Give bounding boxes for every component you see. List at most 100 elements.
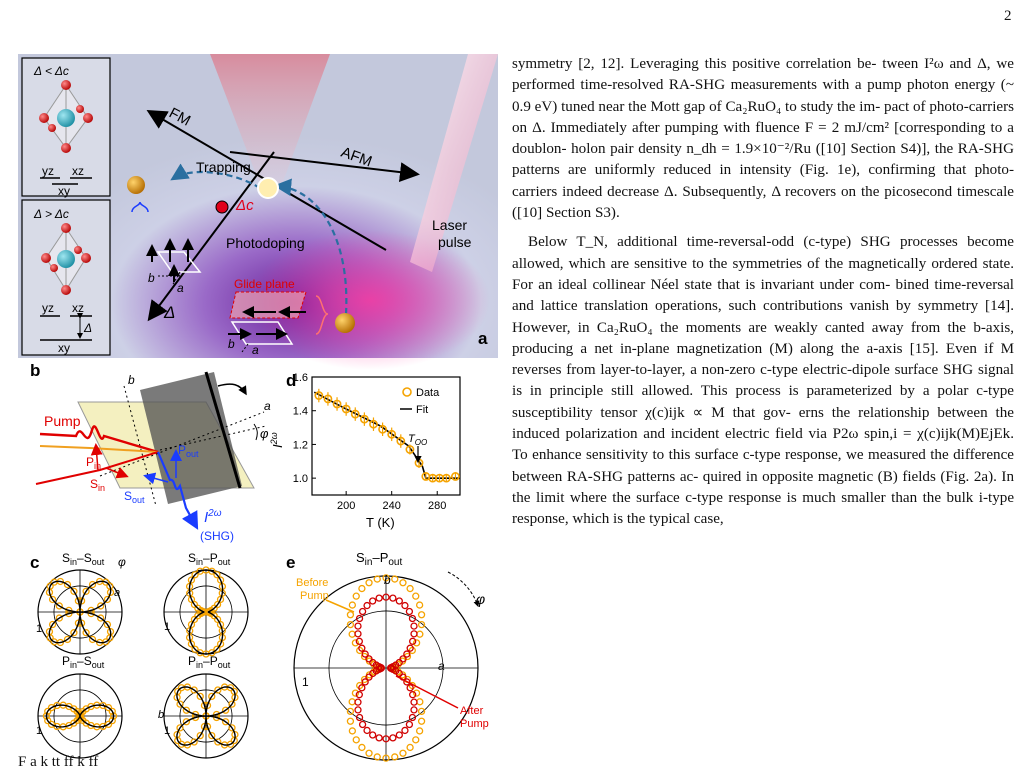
- critical-point-marker: [215, 200, 229, 214]
- before-pump-data-point: [351, 639, 360, 647]
- polar-data-point: [196, 731, 204, 740]
- after-pump-data-point: [365, 655, 373, 663]
- after-pump-data-point: [361, 678, 369, 686]
- probe-cone: [210, 54, 330, 190]
- after-pump-data-point: [355, 691, 363, 699]
- shg-note-label: (SHG): [200, 529, 234, 543]
- photo-carrier-icon: [335, 313, 355, 333]
- orbital-xz-label-top: xz: [72, 164, 84, 178]
- polar-data-point: [230, 687, 238, 696]
- polar-data-point: [208, 692, 216, 701]
- rotation-arrow: [217, 383, 247, 396]
- lattice-sketch-top: [131, 201, 202, 287]
- before-pump-data-point: [358, 584, 366, 593]
- polar-data-point: [214, 738, 222, 746]
- polar-data-point: [50, 578, 58, 586]
- before-pump-data-point: [416, 630, 424, 638]
- before-pump-data-point: [365, 749, 373, 757]
- after-pump-data-point: [410, 622, 418, 630]
- before-pump-data-point: [365, 579, 373, 587]
- data-point: [451, 472, 460, 481]
- polar-data-point: [97, 614, 105, 622]
- after-pump-data-point: [409, 691, 417, 699]
- before-pump-data-point: [346, 717, 355, 725]
- before-pump-data-point: [352, 592, 360, 600]
- text-line: than the bulk i-type response, which is …: [512, 489, 1015, 528]
- panel-e-title: Sin–Pout: [356, 550, 402, 568]
- before-pump-data-point: [412, 689, 421, 697]
- figure-caption-fragment: F a k tt ff k ff: [18, 754, 99, 770]
- page-number: 2: [1004, 8, 1012, 24]
- data-point: [387, 429, 397, 439]
- after-pump-data-point: [395, 597, 403, 605]
- data-point: [314, 391, 324, 400]
- after-pump-data-point: [355, 614, 364, 623]
- after-pump-data-point: [358, 607, 367, 616]
- after-pump-data-point: [369, 669, 377, 678]
- paragraph-1: symmetry [2, 12]. Leveraging this positi…: [512, 54, 1014, 224]
- before-pump-data-point: [412, 639, 421, 647]
- polar-data-point: [208, 649, 216, 657]
- orbital-xz-label-bottom: xz: [72, 301, 84, 315]
- text-line: measurements with a pump photon energy (…: [512, 77, 1014, 115]
- polar-data-point: [70, 629, 78, 637]
- polar-data-point: [48, 620, 57, 629]
- before-pump-data-point: [348, 698, 356, 706]
- before-pump-label-2: Pump: [300, 590, 329, 602]
- panel-d-label: d: [286, 371, 296, 390]
- after-pump-data-point: [403, 678, 411, 686]
- before-pump-data-point: [417, 707, 426, 716]
- polar-fit-curve: [48, 580, 112, 644]
- pump-beam: [39, 425, 159, 454]
- before-pump-data-point: [399, 749, 407, 757]
- polar-title-sin-sout: Sin–Sout: [62, 551, 105, 567]
- inset-top-title: Δ < Δc: [33, 64, 69, 78]
- polar-data-point: [216, 576, 225, 584]
- after-pump-data-point: [408, 614, 417, 623]
- data-point: [378, 424, 387, 434]
- lattice-b-label-glide: b: [228, 337, 235, 351]
- chart-x-axis-label: T (K): [366, 515, 395, 530]
- sin-arrow: [105, 467, 129, 479]
- after-pump-data-point: [361, 650, 369, 658]
- polar-data-point: [48, 595, 57, 604]
- before-pump-data-point: [391, 575, 399, 583]
- polar-data-point: [102, 638, 110, 646]
- polar-data-point: [187, 576, 196, 584]
- polar-data-point: [205, 608, 213, 617]
- before-pump-data-point: [352, 736, 360, 744]
- text-line: ([10] Section S3).: [512, 205, 620, 222]
- polar-data-point: [176, 724, 184, 732]
- laser-label-line2: pulse: [438, 234, 472, 250]
- legend-data-label: Data: [416, 387, 440, 399]
- before-pump-data-point: [373, 575, 381, 583]
- text-line: holon pair density n_dh = 1.9×10⁻²/Ru ([…: [571, 141, 931, 158]
- before-pump-data-point: [358, 743, 366, 752]
- text-line: Δ. Subsequently, Δ recovers on the picos…: [664, 183, 1014, 200]
- before-pump-data-point: [348, 630, 356, 638]
- text-line: the a-axis [15]. Even if M reverses from…: [512, 340, 1014, 379]
- polar-fit-curve: [188, 569, 224, 655]
- after-pump-data-point: [355, 713, 364, 722]
- trapping-label: Trapping: [196, 159, 251, 175]
- panel-b-axis-b-label: b: [128, 373, 135, 387]
- polar-data-point: [55, 602, 63, 610]
- text-line: a polar c-type susceptibility tensor χ(c…: [512, 383, 1014, 421]
- before-pump-data-point: [412, 592, 420, 600]
- before-pump-data-point: [406, 584, 414, 593]
- b-axis-line: [123, 385, 157, 507]
- text-line: measured the difference between RA-SHG p…: [512, 447, 1014, 485]
- inset-bottom-title: Δ > Δc: [33, 207, 69, 221]
- after-pump-data-point: [363, 726, 371, 735]
- before-pump-data-point: [356, 681, 364, 690]
- text-line: limit where the surface c-type response …: [535, 489, 886, 506]
- after-pump-data-point: [395, 731, 403, 739]
- photodoping-path-arrow: [273, 178, 348, 315]
- y-tick-label: 1.6: [293, 372, 308, 384]
- panel-b-axis-a-label: a: [264, 399, 271, 413]
- polar-data-point: [196, 692, 204, 701]
- polar-title-pin-pout: Pin–Pout: [188, 654, 231, 670]
- polar-data-point: [187, 620, 196, 629]
- after-pump-data-point: [406, 684, 414, 692]
